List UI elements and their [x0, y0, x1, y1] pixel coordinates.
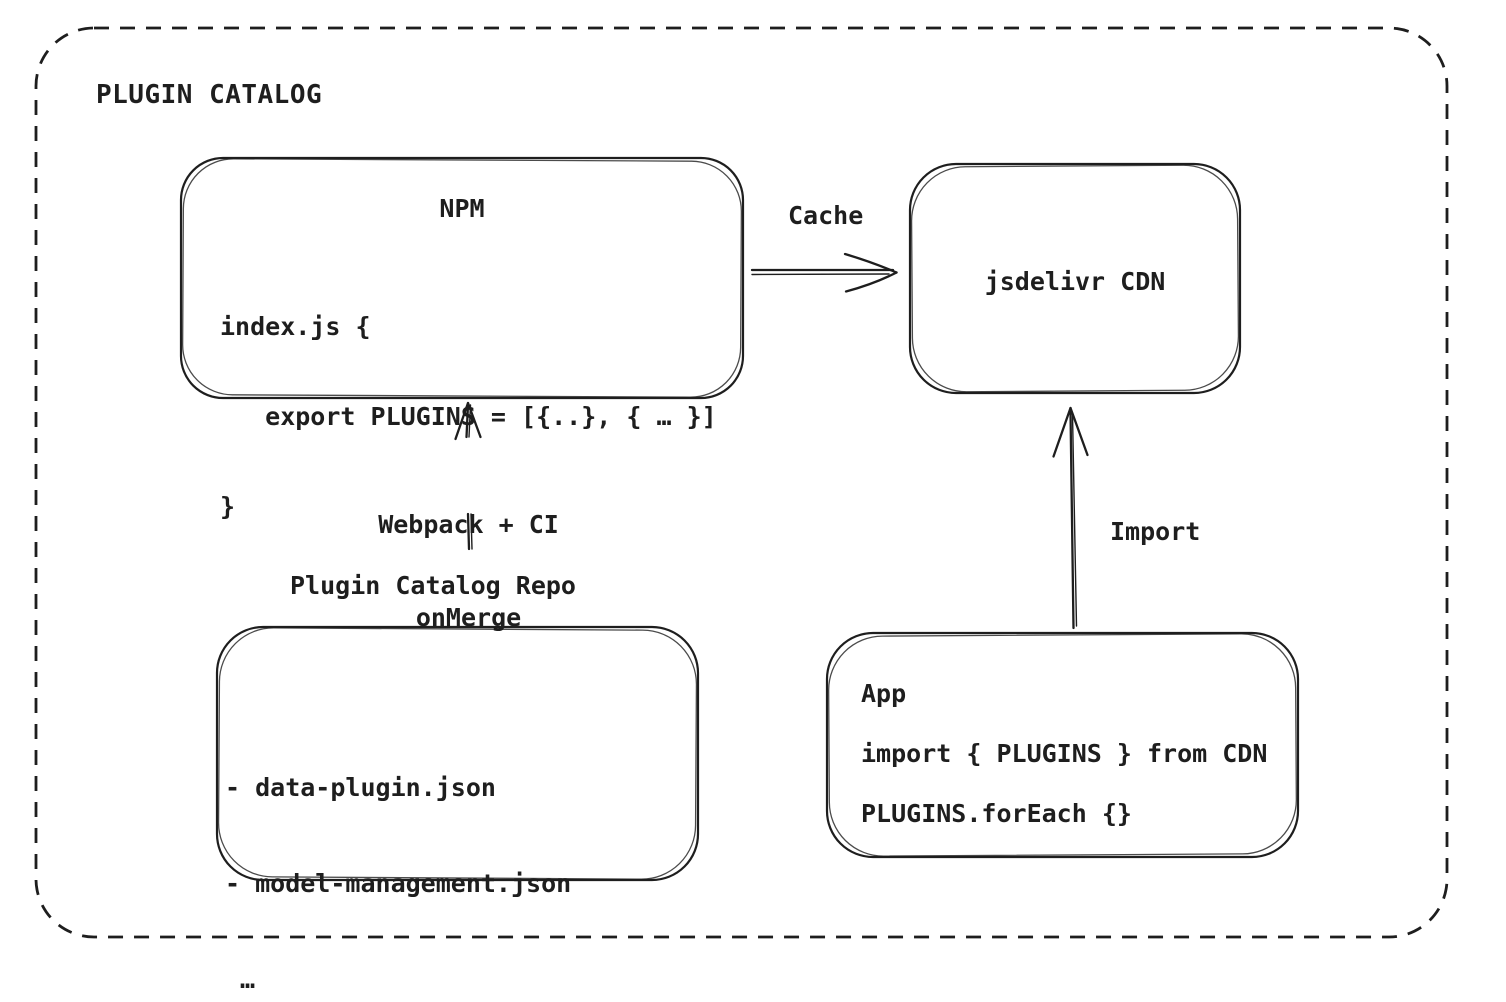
- npm-box: [179, 156, 745, 400]
- cache-arrow-label: Cache: [788, 201, 864, 230]
- catalog-boundary-frame: [34, 26, 1449, 939]
- repo-file-list: - data-plugin.json - model-management.js…: [225, 708, 571, 1002]
- import-arrow: [1052, 406, 1089, 630]
- app-code-line: PLUGINS.forEach {}: [861, 799, 1132, 828]
- build-arrow-label-line1: Webpack + CI: [378, 510, 559, 539]
- build-arrow-label-line2: onMerge: [415, 603, 522, 632]
- build-arrow: [454, 401, 482, 551]
- npm-code-block: index.js { export PLUGINS = [{..}, { … }…: [220, 252, 717, 582]
- repo-box: [215, 625, 700, 882]
- repo-file-item: …: [225, 965, 256, 994]
- app-box-label: App: [861, 679, 907, 708]
- repo-file-item: - data-plugin.json: [225, 773, 496, 802]
- app-code-line: import { PLUGINS } from CDN: [861, 739, 1268, 768]
- npm-box-label: NPM: [439, 194, 485, 223]
- npm-code-line: }: [220, 492, 236, 521]
- import-arrow-label: Import: [1110, 517, 1201, 546]
- diagram-title: PLUGIN CATALOG: [96, 80, 323, 110]
- npm-code-line: index.js {: [220, 312, 371, 341]
- cache-arrow: [750, 252, 898, 293]
- repo-file-item: - model-management.json: [225, 869, 572, 898]
- npm-code-line: export PLUGINS = [{..}, { … }]: [220, 402, 717, 431]
- cdn-box-label: jsdelivr CDN: [984, 267, 1166, 296]
- build-arrow-label: Webpack + CI onMerge: [330, 447, 607, 695]
- cdn-box: [908, 162, 1242, 395]
- app-box: [825, 631, 1300, 859]
- repo-box-label: Plugin Catalog Repo: [290, 571, 576, 600]
